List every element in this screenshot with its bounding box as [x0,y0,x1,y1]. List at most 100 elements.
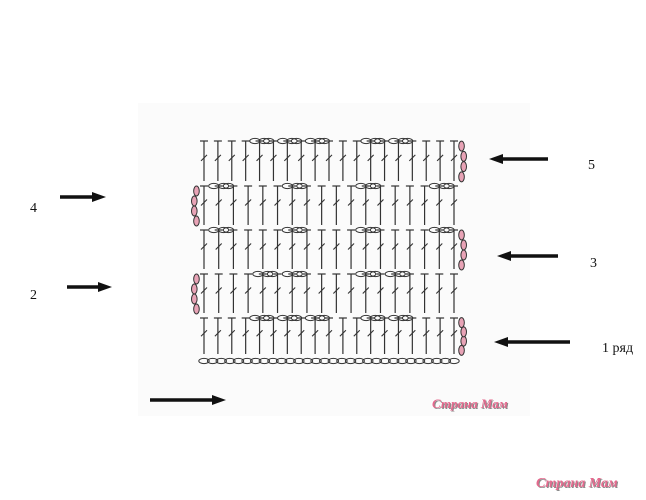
chain-stitch [388,314,400,322]
double-crochet-stitch [435,185,444,225]
stitch-cross-mark [270,154,277,162]
stitch-cross-mark [242,329,250,337]
chain-stitch [277,137,289,145]
stitch-cross-mark [391,243,399,250]
stitch-cross-mark [377,287,384,294]
chain-stitch [397,314,409,322]
stitch-cross-mark [325,154,333,162]
turning-chain-stitch [193,273,200,285]
double-crochet-stitch [436,140,445,181]
row-direction-arrow [60,192,106,202]
row-label-4: 4 [30,201,37,216]
stitch-cross-mark [283,154,291,162]
chain-stitch [261,270,274,278]
chain-stitch [281,270,294,278]
double-crochet-stitch [241,140,250,181]
stitch-cross-mark [450,329,458,337]
chain-stitch [198,357,210,365]
chain-stitch [318,357,331,365]
turning-chain [458,317,467,356]
turning-chain-stitch [193,185,200,197]
chain-stitch [364,226,377,234]
stitch-cross-mark [450,154,458,162]
chart-row-1 [200,314,467,356]
stitch-cross-mark [408,154,416,162]
turning-chain-stitch [458,317,465,329]
stitch-cross-mark [244,243,252,250]
stitch-cross-mark [288,199,296,206]
chain-stitch [286,137,298,145]
double-crochet-stitch [273,185,282,225]
double-crochet-stitch [302,273,311,313]
double-crochet-stitch [273,273,282,313]
stitch-cross-mark [450,243,458,250]
chain-stitch [250,357,262,365]
double-crochet-stitch [244,273,253,313]
chain-stitch [413,357,426,365]
stitch-cross-mark [353,154,361,162]
stitch-cross-mark [259,199,267,206]
stitch-cross-mark [259,287,267,294]
double-crochet-stitch [338,140,347,181]
double-crochet-stitch [229,185,238,225]
chain-stitch [281,226,294,234]
double-crochet-stitch [213,140,222,181]
chain-stitch [313,314,326,322]
chain-stitch [277,314,289,322]
turning-chain-stitch [458,259,465,271]
double-crochet-stitch [405,229,414,269]
stitch-cross-mark [408,329,416,337]
stitch-cross-mark [274,243,281,250]
chain-stitch [327,357,340,365]
stitch-cross-mark [288,243,296,250]
double-crochet-stitch [214,229,223,269]
double-crochet-stitch [450,140,458,181]
stitch-cross-mark [288,287,296,294]
double-crochet-stitch [352,140,361,181]
chain-stitch [291,182,303,190]
stitch-cross-mark [256,154,263,162]
turning-chain-stitch [191,283,198,295]
chain-stitch [369,137,381,145]
chain-stitch [232,357,245,365]
chain-stitch [394,270,406,278]
chain-stitch [241,357,253,365]
chain-stitch [379,357,391,365]
chart-row-4 [191,182,458,227]
double-crochet-stitch [213,317,222,354]
turning-chain-stitch [191,195,198,207]
chain-stitch [224,357,236,365]
turning-chain [191,185,200,227]
stitch-cross-mark [381,154,388,162]
stitch-cross-mark [230,243,237,250]
chain-stitch [360,314,372,322]
stitch-cross-mark [377,199,384,206]
stitch-cross-mark [391,199,399,206]
double-crochet-stitch [311,140,320,181]
double-crochet-stitch [352,317,361,354]
stitch-cross-mark [318,199,326,206]
stitch-cross-mark [297,329,305,337]
chain-stitch [364,182,377,190]
double-crochet-stitch [361,229,370,269]
stitch-cross-mark [200,329,208,337]
double-crochet-stitch [200,185,208,225]
turning-chain-stitch [191,205,198,217]
double-crochet-stitch [420,229,429,269]
double-crochet-stitch [450,273,458,313]
stitch-cross-mark [303,287,311,294]
chain-stitch [355,182,367,190]
stitch-cross-mark [297,154,305,162]
stitch-cross-mark [347,199,355,206]
double-crochet-stitch [200,140,208,181]
stitch-cross-mark [228,329,236,337]
chain-stitch [355,270,367,278]
double-crochet-stitch [258,185,267,225]
chain-stitch [208,226,220,234]
chain-stitch [336,357,348,365]
double-crochet-stitch [229,273,238,313]
double-crochet-stitch [380,317,389,354]
chain-stitch [370,357,383,365]
stitch-cross-mark [395,154,402,162]
chain-stitch [301,357,314,365]
